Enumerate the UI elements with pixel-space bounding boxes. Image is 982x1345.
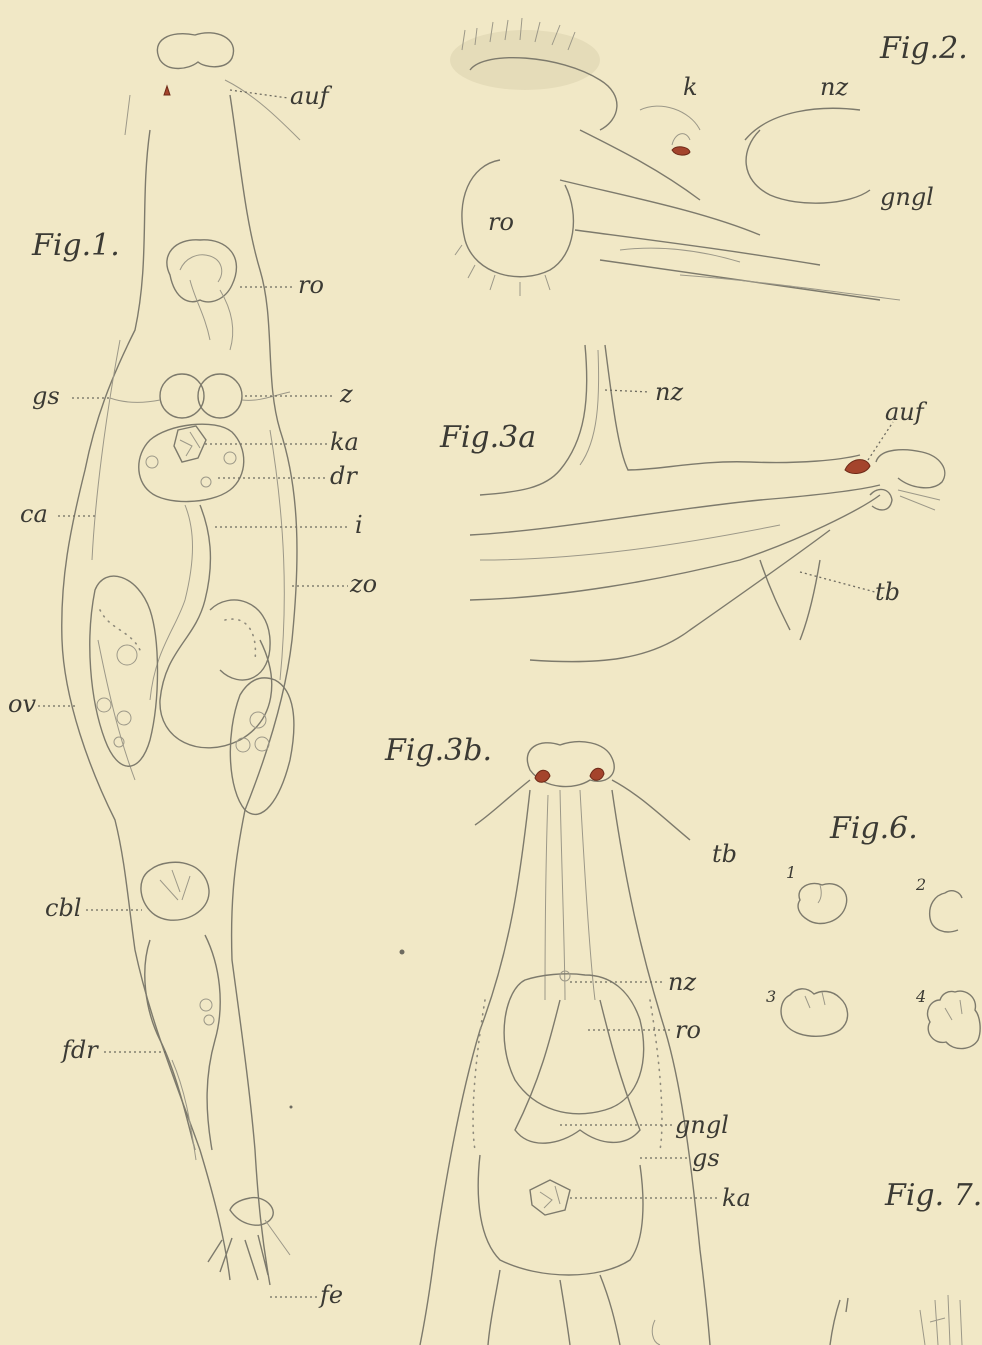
fig1-label-fdr: fdr — [60, 1036, 99, 1064]
fig2-label-gngl: gngl — [880, 183, 934, 211]
fig7-title: Fig. 7. — [884, 1178, 982, 1213]
fig1-label-zo: zo — [349, 570, 377, 598]
fig2-label-nz: nz — [820, 73, 848, 101]
fig3b-label-tb: tb — [712, 840, 737, 868]
fig3a-label-tb: tb — [875, 578, 900, 606]
figure-1-whole-animal: Fig.1. auf ro gs z ka dr ca i zo ov cbl … — [8, 33, 377, 1309]
fig3b-label-gs: gs — [692, 1144, 720, 1172]
fig1-label-ro: ro — [298, 271, 324, 299]
figure-7-partial: Fig. 7. — [830, 1178, 982, 1345]
figure-3a-side-view: Fig.3a nz auf tb — [439, 345, 945, 662]
fig1-label-ka: ka — [330, 428, 359, 456]
fig1-label-z: z — [339, 380, 353, 408]
fig6-number-4: 4 — [915, 987, 926, 1006]
fig2-label-ro: ro — [488, 208, 514, 236]
fig1-label-ov: ov — [8, 690, 36, 718]
fig1-title: Fig.1. — [31, 228, 120, 263]
fig3b-label-nz: nz — [668, 968, 696, 996]
fig6-number-2: 2 — [915, 875, 926, 894]
fig2-title: Fig.2. — [879, 31, 968, 66]
fig3b-label-ka: ka — [722, 1184, 751, 1212]
fig1-label-ca: ca — [20, 500, 48, 528]
fig3b-label-ro: ro — [675, 1016, 701, 1044]
fig1-label-auf: auf — [290, 82, 333, 110]
fig2-label-k: k — [683, 73, 698, 101]
fig1-label-cbl: cbl — [45, 894, 81, 922]
figure-3b-dorsal-view: Fig.3b. tb nz ro gngl gs ka — [384, 733, 751, 1345]
figure-2-head-detail: Fig.2. k nz ro gngl — [450, 18, 968, 300]
fig6-title: Fig.6. — [829, 811, 918, 846]
fig1-label-dr: dr — [330, 462, 358, 490]
fig6-number-1: 1 — [786, 863, 796, 882]
figure-6-stages: Fig.6. 1 2 3 4 — [766, 811, 980, 1049]
fig3a-title: Fig.3a — [439, 420, 536, 455]
fig1-label-fe: fe — [318, 1281, 343, 1309]
fig3b-title: Fig.3b. — [384, 733, 492, 768]
fig1-label-i: i — [355, 511, 363, 539]
fig1-label-gs: gs — [32, 382, 60, 410]
fig3a-label-nz: nz — [655, 378, 683, 406]
fig3b-label-gngl: gngl — [675, 1111, 729, 1139]
fig6-number-3: 3 — [766, 987, 776, 1006]
fig3a-label-auf: auf — [885, 398, 928, 426]
